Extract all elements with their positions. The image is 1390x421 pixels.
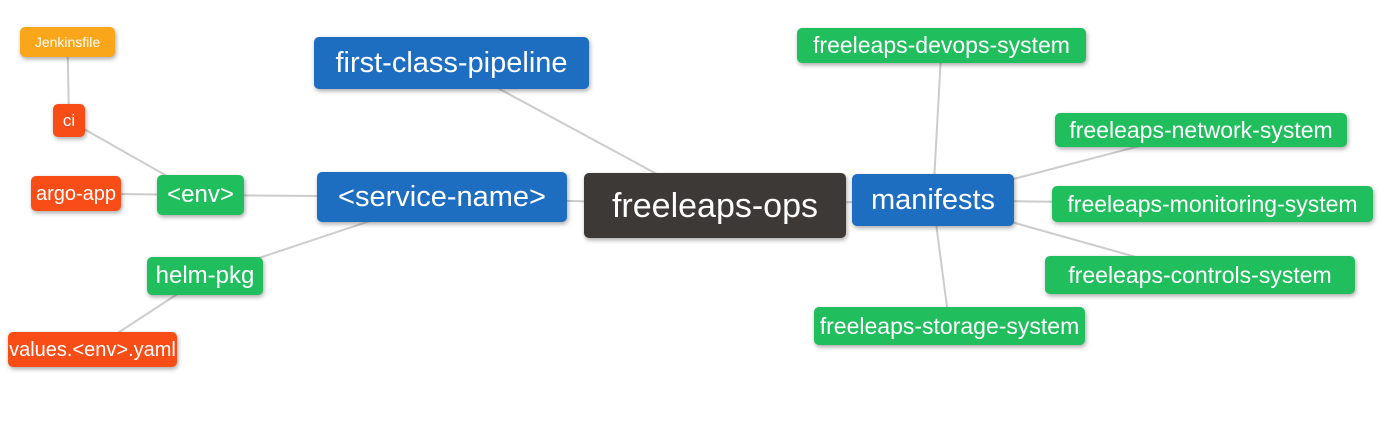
node-freeleaps-ops-root[interactable]: freeleaps-ops: [584, 173, 846, 238]
node-helm-pkg[interactable]: helm-pkg: [147, 257, 263, 295]
node-service-name[interactable]: <service-name>: [317, 172, 567, 222]
node-ci[interactable]: ci: [53, 104, 85, 137]
node-argo-app[interactable]: argo-app: [31, 176, 121, 211]
node-manifests[interactable]: manifests: [852, 174, 1014, 226]
node-jenkinsfile[interactable]: Jenkinsfile: [20, 27, 115, 57]
node-freeleaps-network-system[interactable]: freeleaps-network-system: [1055, 113, 1347, 147]
node-freeleaps-devops-system[interactable]: freeleaps-devops-system: [797, 28, 1086, 63]
node-freeleaps-monitoring-system[interactable]: freeleaps-monitoring-system: [1052, 186, 1373, 222]
node-values-env-yaml[interactable]: values.<env>.yaml: [8, 332, 177, 367]
node-first-class-pipeline[interactable]: first-class-pipeline: [314, 37, 589, 89]
node-freeleaps-controls-system[interactable]: freeleaps-controls-system: [1045, 256, 1355, 294]
node-freeleaps-storage-system[interactable]: freeleaps-storage-system: [814, 307, 1085, 345]
node-env[interactable]: <env>: [157, 175, 244, 215]
